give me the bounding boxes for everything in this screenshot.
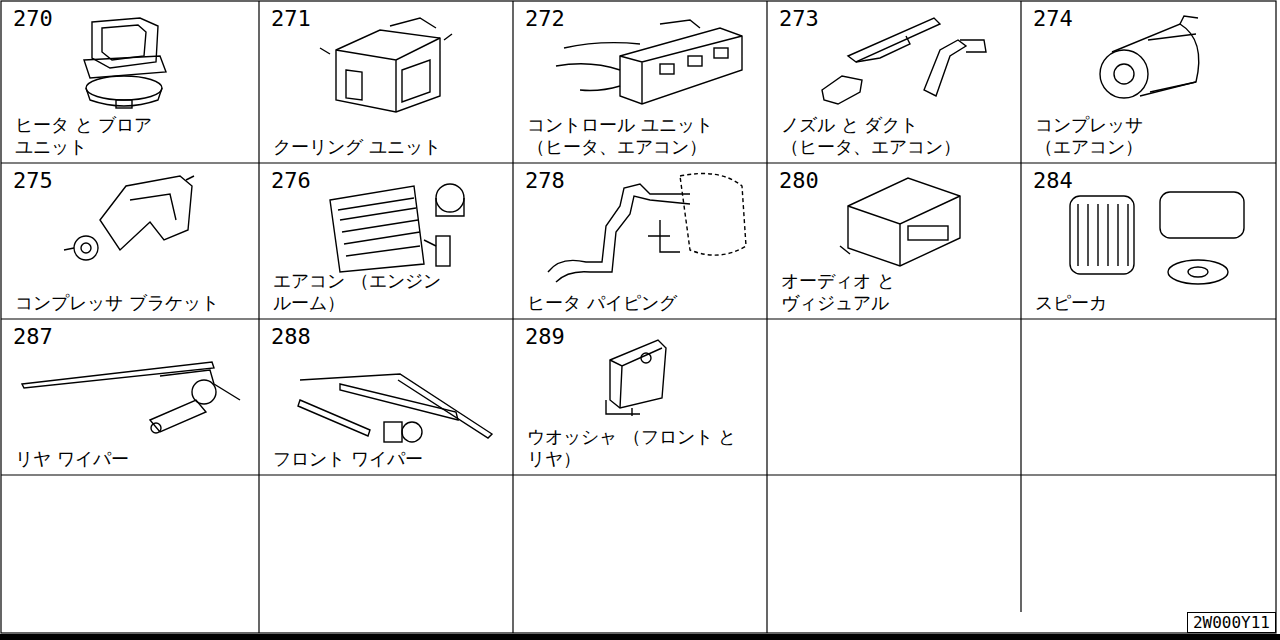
callout-number: 289 [525, 325, 565, 349]
figure-code-box: 2W000Y11 [1187, 612, 1276, 633]
part-name: ノズル と ダクト （ヒータ、エアコン） [781, 114, 1013, 158]
catalog-cell: 275 コンプレッサ ブラケット [1, 163, 259, 319]
part-name: ウオッシャ （フロント と リヤ） [527, 426, 737, 470]
callout-number: 280 [779, 169, 819, 193]
part-name: クーリング ユニット [273, 136, 441, 158]
callout-number: 276 [271, 169, 311, 193]
part-name: ヒータ と ブロア ユニット [15, 114, 190, 158]
part-name: オーディオ と ヴィジュアル [781, 270, 921, 314]
callout-number: 272 [525, 7, 565, 31]
catalog-cell: 271 クーリング ユニット [259, 1, 513, 163]
catalog-cell: 280 オーディオ と ヴィジュアル [767, 163, 1021, 319]
callout-number: 284 [1033, 169, 1073, 193]
part-name: コンプレッサ （エアコン） [1035, 114, 1205, 158]
part-name: エアコン （エンジン ルーム） [273, 270, 453, 314]
callout-number: 273 [779, 7, 819, 31]
part-name: フロント ワイパー [273, 448, 423, 470]
callout-number: 288 [271, 325, 311, 349]
callout-number: 274 [1033, 7, 1073, 31]
catalog-cell: 288 フロント ワイパー [259, 319, 513, 475]
part-name: ヒータ パイピング [527, 292, 677, 314]
catalog-cell: 284 スピーカ [1021, 163, 1276, 319]
catalog-cell: 287 リヤ ワイパー [1, 319, 259, 475]
callout-number: 270 [13, 7, 53, 31]
catalog-cell: 274 コンプレッサ （エアコン） [1021, 1, 1276, 163]
catalog-cell: 273 ノズル と ダクト （ヒータ、エアコン） [767, 1, 1021, 163]
callout-number: 275 [13, 169, 53, 193]
part-name: リヤ ワイパー [15, 448, 129, 470]
figure-code: 2W000Y11 [1193, 613, 1270, 632]
part-name: スピーカ [1035, 292, 1107, 314]
callout-number: 287 [13, 325, 53, 349]
part-name: コントロール ユニット （ヒータ、エアコン） [527, 114, 759, 158]
catalog-cell: 272 コントロール ユニット （ヒータ、エアコン） [513, 1, 767, 163]
callout-number: 278 [525, 169, 565, 193]
catalog-cell: 270 ヒータ と ブロア ユニット [1, 1, 259, 163]
part-name: コンプレッサ ブラケット [15, 292, 219, 314]
catalog-cell: 289 ウオッシャ （フロント と リヤ） [513, 319, 767, 475]
catalog-cell: 278 ヒータ パイピング [513, 163, 767, 319]
catalog-cell: 276 エアコン （エンジン ルーム） [259, 163, 513, 319]
callout-number: 271 [271, 7, 311, 31]
